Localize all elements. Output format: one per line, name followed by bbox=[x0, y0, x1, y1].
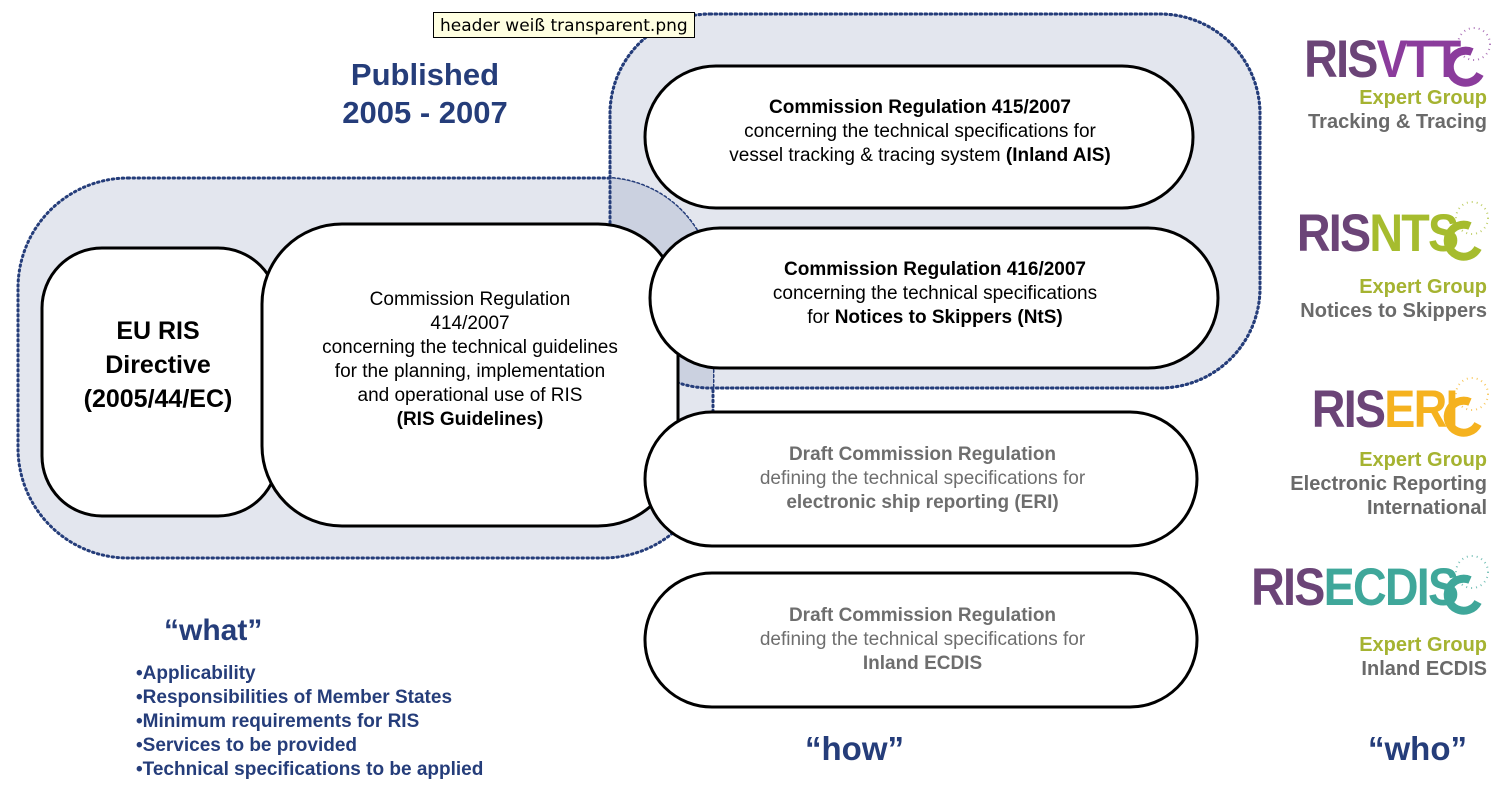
list-item: Minimum requirements for RIS bbox=[136, 710, 483, 734]
logo-suffix-text: ERI bbox=[1384, 380, 1459, 439]
eri-title: Draft Commission Regulation bbox=[788, 444, 1057, 465]
ecdis-line3: Inland ECDIS bbox=[862, 653, 983, 674]
guidelines-line3: concerning the technical guidelines bbox=[322, 337, 618, 358]
ecdis-oval bbox=[643, 571, 1199, 709]
reg415-line2: concerning the technical specifications … bbox=[744, 121, 1096, 142]
directive-line3: (2005/44/EC) bbox=[83, 385, 233, 413]
reg416-title: Commission Regulation 416/2007 bbox=[784, 259, 1086, 280]
ecdis-title: Draft Commission Regulation bbox=[788, 605, 1057, 626]
list-item: Services to be provided bbox=[136, 734, 483, 758]
risvtt-logo: RISVTT bbox=[1303, 30, 1461, 89]
list-item: Applicability bbox=[136, 662, 483, 686]
reg415-oval bbox=[643, 64, 1195, 210]
reg415-text: Commission Regulation 415/2007 concernin… bbox=[650, 96, 1190, 168]
directive-text: EU RIS Directive (2005/44/EC) bbox=[42, 314, 274, 416]
reg415-line3: vessel tracking & tracing system (Inland… bbox=[650, 144, 1190, 168]
published-years: 2005 - 2007 bbox=[342, 95, 508, 130]
expert-group-label: Expert Group bbox=[1359, 276, 1487, 298]
guidelines-text: Commission Regulation 414/2007 concernin… bbox=[270, 288, 670, 432]
reg416-line3: for Notices to Skippers (NtS) bbox=[655, 306, 1215, 330]
logo-suffix-text: ECDIS bbox=[1323, 558, 1459, 617]
logo-suffix-text: NTS bbox=[1369, 204, 1459, 263]
guidelines-oval bbox=[260, 222, 680, 528]
directive-line1: EU RIS bbox=[116, 317, 200, 345]
nts-ring-icon bbox=[1443, 201, 1489, 261]
expert-group-name: Inland ECDIS bbox=[1361, 658, 1487, 680]
directive-line2: Directive bbox=[105, 351, 211, 379]
logo-ris-text: RIS bbox=[1250, 558, 1325, 617]
expert-group-label: Expert Group bbox=[1359, 87, 1487, 109]
ecdis-line2: defining the technical specifications fo… bbox=[759, 629, 1086, 650]
vtt-expert-group: Expert Group Tracking & Tracing bbox=[1308, 86, 1487, 134]
what-heading: “what” bbox=[164, 614, 263, 647]
how-heading: “how” bbox=[805, 730, 904, 767]
guidelines-title: Commission Regulation bbox=[369, 289, 571, 310]
published-heading: Published 2005 - 2007 bbox=[300, 56, 550, 132]
vtt-ring-icon bbox=[1445, 27, 1491, 87]
guidelines-number: 414/2007 bbox=[430, 313, 510, 334]
expert-group-label: Expert Group bbox=[1359, 449, 1487, 471]
eri-text: Draft Commission Regulation defining the… bbox=[650, 443, 1195, 515]
nts-expert-group: Expert Group Notices to Skippers bbox=[1300, 275, 1487, 323]
riseri-logo: RISERI bbox=[1312, 380, 1459, 439]
who-heading: “who” bbox=[1368, 730, 1467, 767]
eri-expert-group: Expert Group Electronic Reporting Intern… bbox=[1290, 448, 1487, 520]
expert-group-name-line2: International bbox=[1366, 497, 1487, 519]
guidelines-line4: for the planning, implementation bbox=[334, 361, 606, 382]
logo-suffix-text: VTT bbox=[1376, 30, 1461, 89]
reg415-inland-ais: (Inland AIS) bbox=[1005, 145, 1111, 166]
eri-oval bbox=[643, 410, 1199, 548]
risecdis-logo: RISECDIS bbox=[1250, 558, 1459, 617]
reg416-nts: Notices to Skippers (NtS) bbox=[834, 307, 1063, 328]
reg415-title: Commission Regulation 415/2007 bbox=[769, 97, 1071, 118]
list-item: Technical specifications to be applied bbox=[136, 758, 484, 782]
list-item: Responsibilities of Member States bbox=[136, 686, 483, 710]
ecdis-text: Draft Commission Regulation defining the… bbox=[650, 604, 1195, 676]
reg416-line2: concerning the technical specifications bbox=[772, 283, 1098, 304]
ecdis-expert-group: Expert Group Inland ECDIS bbox=[1359, 633, 1487, 681]
expert-group-name: Notices to Skippers bbox=[1300, 300, 1487, 322]
expert-group-name: Tracking & Tracing bbox=[1308, 111, 1487, 133]
guidelines-line6: (RIS Guidelines) bbox=[396, 409, 544, 430]
ecdis-ring-icon bbox=[1443, 555, 1489, 615]
reg416-text: Commission Regulation 416/2007 concernin… bbox=[655, 258, 1215, 330]
eri-ring-icon bbox=[1443, 377, 1489, 437]
reg415-line3-text: vessel tracking & tracing system bbox=[729, 145, 1006, 166]
eri-line2: defining the technical specifications fo… bbox=[759, 468, 1086, 489]
logo-ris-text: RIS bbox=[1296, 204, 1371, 263]
expert-group-label: Expert Group bbox=[1359, 634, 1487, 656]
logo-ris-text: RIS bbox=[1303, 30, 1378, 89]
reg416-oval bbox=[648, 226, 1220, 370]
what-bullet-list: Applicability Responsibilities of Member… bbox=[136, 662, 484, 782]
eri-line3: electronic ship reporting (ERI) bbox=[786, 492, 1059, 513]
reg416-line3-text: for bbox=[807, 307, 835, 328]
logo-ris-text: RIS bbox=[1312, 380, 1386, 439]
expert-group-name: Electronic Reporting bbox=[1290, 473, 1487, 495]
risnts-logo: RISNTS bbox=[1296, 204, 1459, 263]
published-label: Published bbox=[350, 57, 500, 92]
guidelines-line5: and operational use of RIS bbox=[357, 385, 583, 406]
image-filename-tooltip: header weiß transparent.png bbox=[433, 12, 695, 38]
